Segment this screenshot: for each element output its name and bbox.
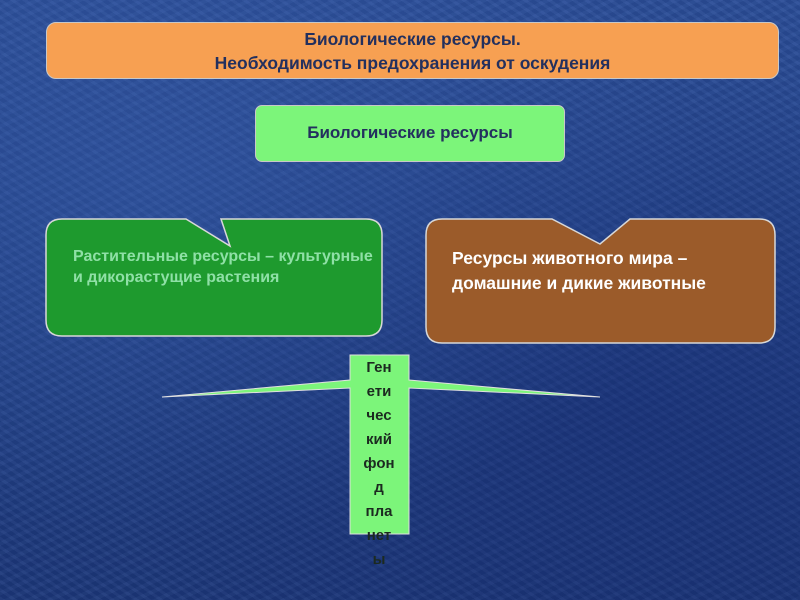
genetic-fund-line: кий [366,431,392,448]
genetic-fund-line: чес [366,407,392,424]
title-line-2: Необходимость предохранения от оскудения [214,53,611,73]
plant-resources-text: Растительные ресурсы – культурные и дико… [73,248,373,286]
genetic-fund-line: д [374,479,384,496]
genetic-fund-line: пла [365,503,393,520]
animal-resources-text: Ресурсы животного мира – домашние и дики… [452,248,706,293]
genetic-fund-line: нет [366,527,392,544]
genetic-fund-line: ети [366,383,392,400]
biological-resources-box: Биологические ресурсы [255,105,565,162]
title-banner: Биологические ресурсы. Необходимость пре… [46,22,779,79]
genetic-fund-line: Ген [366,359,392,376]
genetic-fund-line: фон [363,455,395,472]
title-line-1: Биологические ресурсы. [304,29,521,49]
genetic-fund-line: ы [372,551,386,568]
biological-resources-label: Биологические ресурсы [307,123,513,142]
genetic-fund-text: Ген ети чес кий фон д пла нет ы [350,356,408,572]
